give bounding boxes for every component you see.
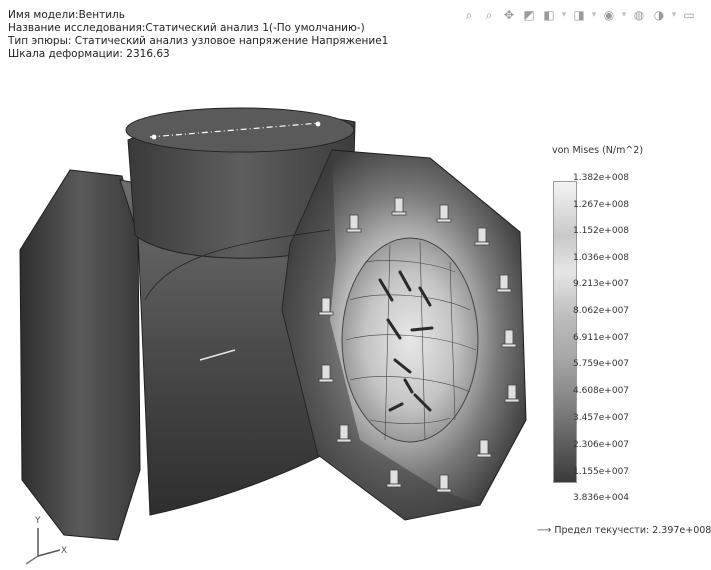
monitor-icon[interactable]: ▭ — [683, 8, 695, 22]
legend-tick: 3.836e+004 — [573, 493, 630, 503]
legend-colorbar — [553, 181, 577, 483]
dropdown-icon[interactable]: ▾ — [561, 10, 567, 20]
stress-legend: von Mises (N/m^2) 1.382e+008 1.267e+008 … — [537, 145, 711, 545]
deformation-scale: Шкала деформации: 2316.63 — [8, 48, 170, 60]
legend-tick: 1.152e+008 — [573, 226, 630, 236]
arrow-right-icon: ⟶ — [537, 525, 552, 536]
yield-strength: ⟶ Предел текучести: 2.397e+008 — [537, 525, 711, 536]
triad-x-label: X — [61, 546, 68, 556]
appearance-icon[interactable]: ◉ — [603, 8, 615, 22]
dropdown-icon[interactable]: ▾ — [671, 10, 677, 20]
bore-face — [341, 237, 479, 443]
scene-icon[interactable]: ◍ — [633, 8, 645, 22]
pan-icon[interactable]: ✥ — [503, 8, 515, 22]
axis-triad: Y X — [8, 510, 68, 566]
legend-tick: 2.306e+007 — [573, 440, 630, 450]
plot-type: Тип эпюры: Статический анализ узловое на… — [8, 35, 389, 47]
view-orientation-icon[interactable]: ◩ — [523, 8, 535, 22]
legend-tick: 4.608e+007 — [573, 386, 630, 396]
render-icon[interactable]: ◑ — [653, 8, 665, 22]
legend-tick: 1.036e+008 — [573, 253, 630, 263]
triad-y-label: Y — [35, 516, 41, 526]
legend-tick: 9.213e+007 — [573, 279, 630, 289]
legend-tick: 6.911e+007 — [573, 333, 630, 343]
model-name: Имя модели:Вентиль — [8, 9, 125, 21]
view-toolbar: ⌕ ⌕ ✥ ◩ ◧ ▾ ◨ ▾ ◉ ▾ ◍ ◑ ▾ ▭ — [461, 7, 697, 23]
zoom-to-fit-icon[interactable]: ⌕ — [465, 7, 473, 22]
legend-tick: 5.759e+007 — [573, 359, 630, 369]
left-flange — [19, 169, 141, 541]
dropdown-icon[interactable]: ▾ — [591, 10, 597, 20]
legend-title: von Mises (N/m^2) — [552, 145, 644, 156]
legend-tick: 1.267e+008 — [573, 200, 630, 210]
study-name: Название исследования:Статический анализ… — [8, 22, 365, 34]
display-style-icon[interactable]: ◧ — [543, 8, 555, 22]
dropdown-icon[interactable]: ▾ — [621, 10, 627, 20]
valve-stress-plot — [19, 107, 527, 541]
model-viewport[interactable] — [0, 96, 540, 568]
legend-tick: 1.382e+008 — [573, 173, 630, 183]
zoom-area-icon[interactable]: ⌕ — [485, 7, 493, 22]
yield-strength-label: Предел текучести: 2.397e+008 — [554, 525, 711, 536]
neck-top — [125, 107, 355, 153]
plot-info: Имя модели:Вентиль Название исследования… — [8, 9, 388, 61]
legend-tick: 8.062e+007 — [573, 306, 630, 316]
legend-tick: 3.457e+007 — [573, 413, 630, 423]
section-view-icon[interactable]: ◨ — [573, 8, 585, 22]
legend-tick: 1.155e+007 — [573, 467, 630, 477]
